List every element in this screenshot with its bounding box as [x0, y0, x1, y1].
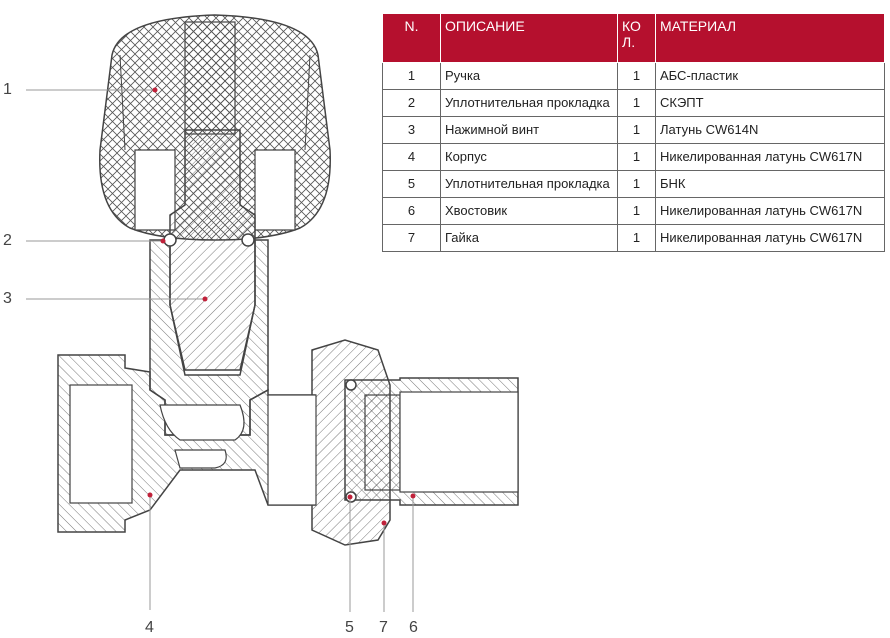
- row-material: АБС-пластик: [655, 62, 885, 90]
- leader-lines: [26, 89, 414, 612]
- header-material: МАТЕРИАЛ: [655, 13, 885, 63]
- callout-3: 3: [3, 290, 12, 307]
- header-num: N.: [382, 13, 441, 63]
- row-description: Хвостовик: [440, 197, 618, 225]
- table-row: 4 Корпус 1 Никелированная латунь CW617N: [382, 143, 885, 171]
- row-material: Никелированная латунь CW617N: [655, 197, 885, 225]
- row-quantity: 1: [617, 197, 656, 225]
- row-material: Никелированная латунь CW617N: [655, 143, 885, 171]
- table-row: 6 Хвостовик 1 Никелированная латунь CW61…: [382, 197, 885, 225]
- row-description: Уплотнительная прокладка: [440, 170, 618, 198]
- callout-5: 5: [345, 619, 354, 636]
- row-material: Латунь CW614N: [655, 116, 885, 144]
- handle-part: [99, 14, 331, 241]
- row-material: СКЭПТ: [655, 89, 885, 117]
- row-material: БНК: [655, 170, 885, 198]
- table-header-row: N. ОПИСАНИЕ КО Л. МАТЕРИАЛ: [382, 13, 885, 63]
- row-description: Нажимной винт: [440, 116, 618, 144]
- row-quantity: 1: [617, 89, 656, 117]
- row-num: 4: [382, 143, 441, 171]
- tailpiece-part: [344, 377, 519, 506]
- row-description: Корпус: [440, 143, 618, 171]
- table-row: 5 Уплотнительная прокладка 1 БНК: [382, 170, 885, 198]
- parts-specification-table: N. ОПИСАНИЕ КО Л. МАТЕРИАЛ 1 Ручка 1 АБС…: [382, 13, 885, 252]
- row-quantity: 1: [617, 170, 656, 198]
- row-quantity: 1: [617, 224, 656, 252]
- row-num: 6: [382, 197, 441, 225]
- callout-7: 7: [379, 619, 388, 636]
- row-num: 1: [382, 62, 441, 90]
- table-row: 3 Нажимной винт 1 Латунь CW614N: [382, 116, 885, 144]
- row-description: Уплотнительная прокладка: [440, 89, 618, 117]
- header-description: ОПИСАНИЕ: [440, 13, 618, 63]
- row-description: Ручка: [440, 62, 618, 90]
- row-num: 3: [382, 116, 441, 144]
- row-quantity: 1: [617, 143, 656, 171]
- callout-6: 6: [409, 619, 418, 636]
- row-num: 2: [382, 89, 441, 117]
- row-num: 5: [382, 170, 441, 198]
- row-description: Гайка: [440, 224, 618, 252]
- callout-4: 4: [145, 619, 154, 636]
- header-quantity: КО Л.: [617, 13, 656, 63]
- callout-1: 1: [3, 81, 12, 98]
- callout-2: 2: [3, 232, 12, 249]
- pressure-screw-part: [169, 129, 256, 371]
- row-quantity: 1: [617, 62, 656, 90]
- row-num: 7: [382, 224, 441, 252]
- row-material: Никелированная латунь CW617N: [655, 224, 885, 252]
- row-quantity: 1: [617, 116, 656, 144]
- leader-dots: [147, 87, 416, 526]
- table-row: 1 Ручка 1 АБС-пластик: [382, 62, 885, 90]
- table-row: 2 Уплотнительная прокладка 1 СКЭПТ: [382, 89, 885, 117]
- table-row: 7 Гайка 1 Никелированная латунь CW617N: [382, 224, 885, 252]
